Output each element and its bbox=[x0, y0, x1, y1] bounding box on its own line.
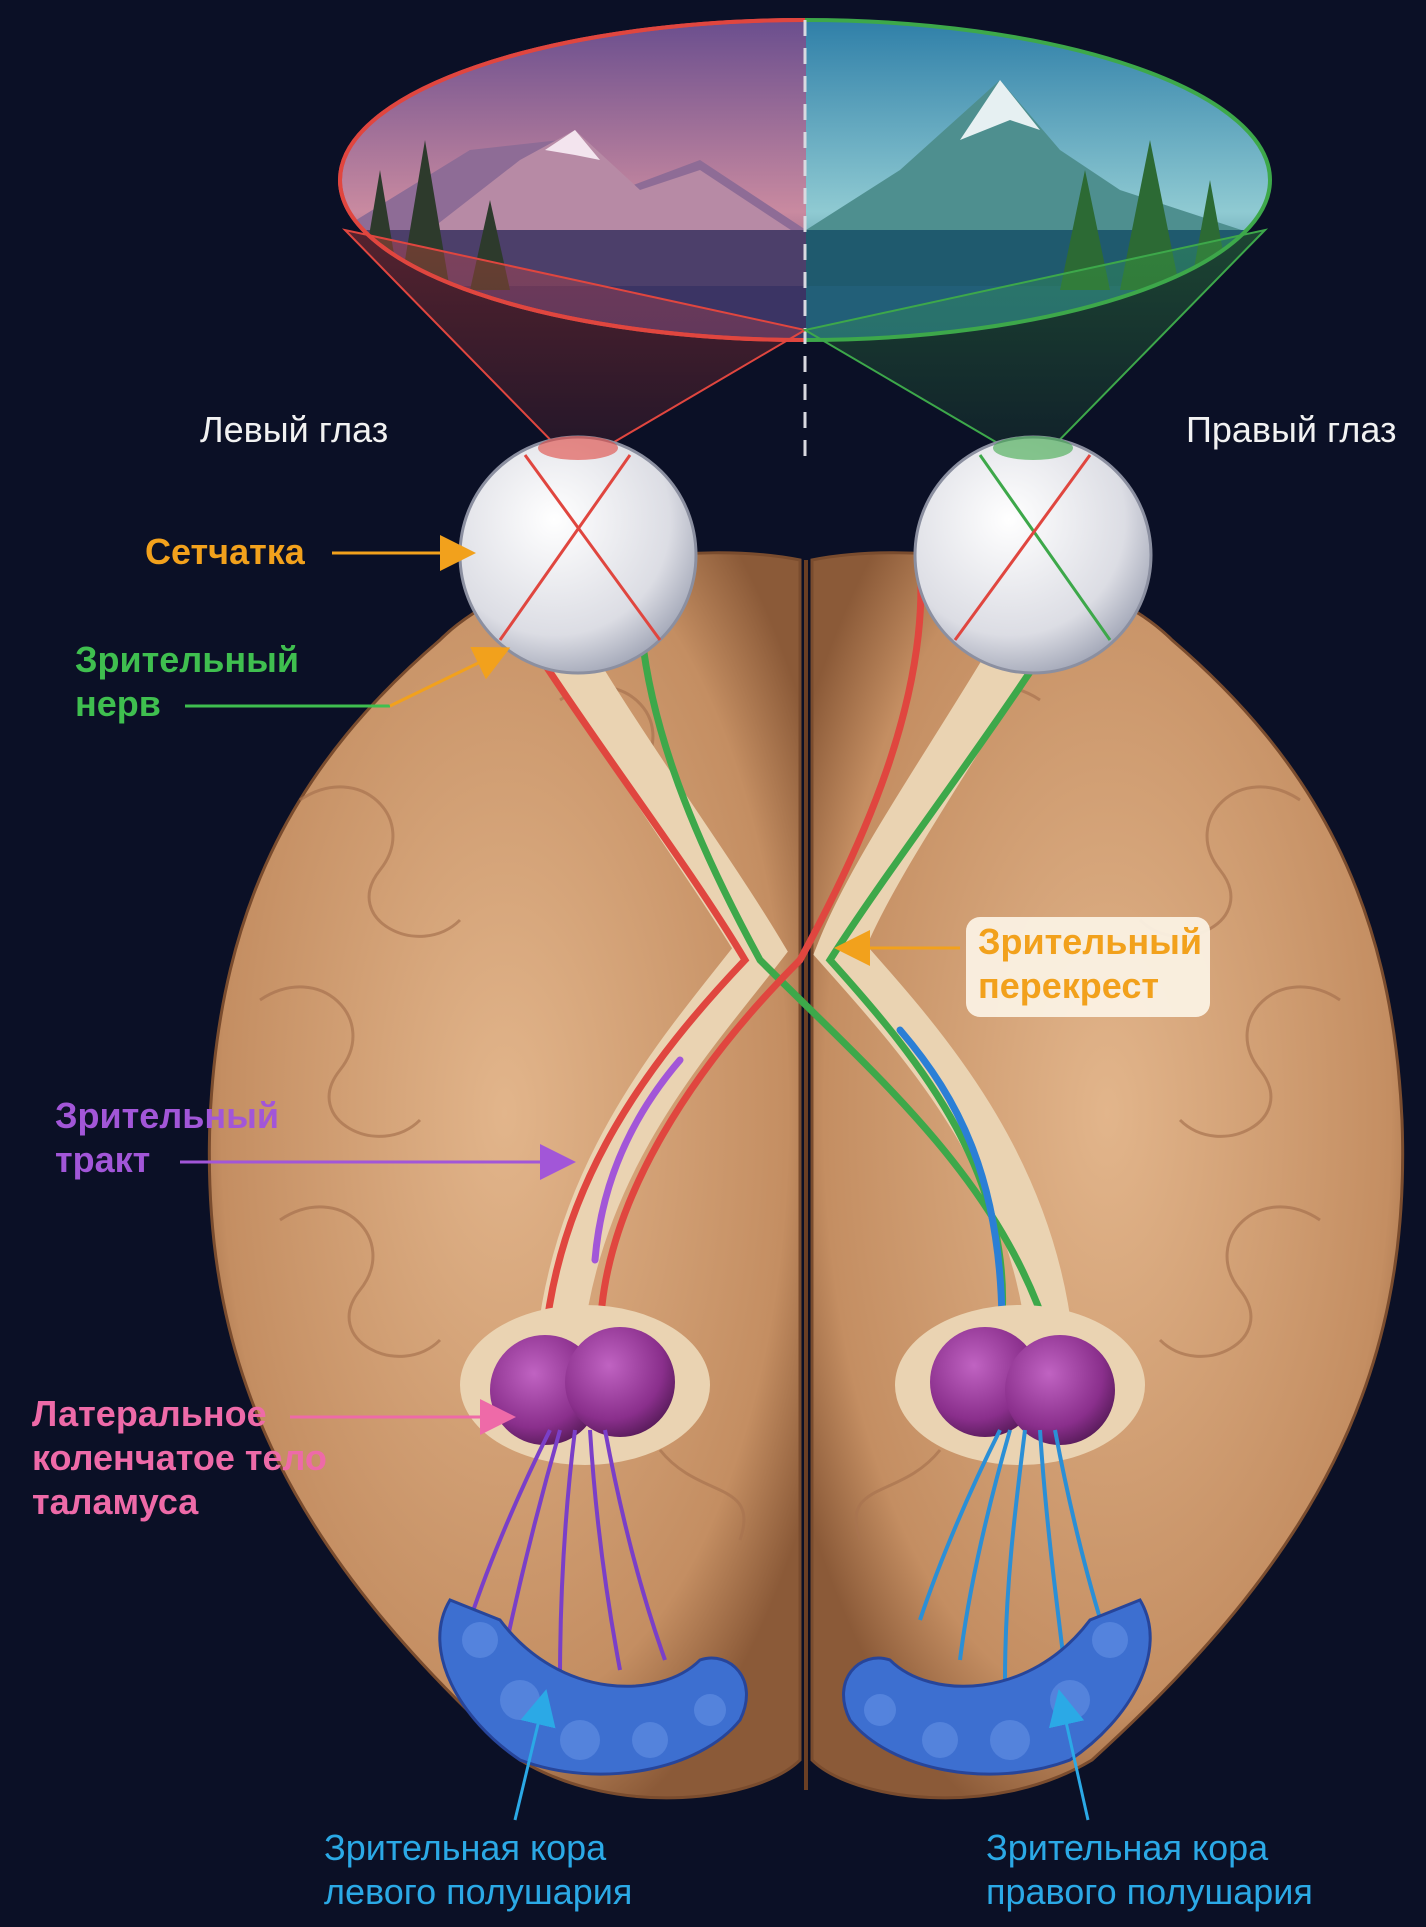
optic-chiasm-label: Зрительный перекрест bbox=[978, 920, 1202, 1008]
optic-nerve-label: Зрительный нерв bbox=[75, 638, 299, 726]
optic-tract-label: Зрительный тракт bbox=[55, 1094, 279, 1182]
lgn-label: Латеральное коленчатое тело таламуса bbox=[32, 1392, 327, 1524]
visual-field-scene bbox=[340, 20, 1272, 465]
brain bbox=[209, 553, 1402, 1798]
right-lgn bbox=[895, 1305, 1145, 1465]
right-eye bbox=[915, 436, 1151, 673]
right-eye-label: Правый глаз bbox=[1186, 408, 1397, 452]
retina-label: Сетчатка bbox=[145, 530, 305, 574]
cortex-right-label: Зрительная кора правого полушария bbox=[986, 1826, 1313, 1914]
left-eye bbox=[460, 436, 696, 673]
cortex-left-label: Зрительная кора левого полушария bbox=[324, 1826, 632, 1914]
left-eye-label: Левый глаз bbox=[200, 408, 388, 452]
left-lgn bbox=[460, 1305, 710, 1465]
